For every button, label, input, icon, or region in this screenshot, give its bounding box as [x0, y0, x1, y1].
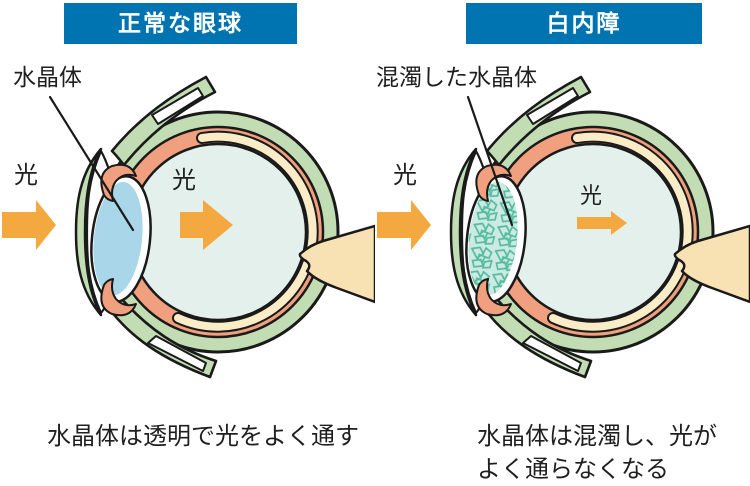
cataract-eye-diagram	[377, 75, 750, 379]
ciliary-body-top	[475, 163, 512, 202]
light-label-right-in: 光	[393, 162, 417, 189]
cornea	[449, 147, 478, 317]
panel-header-normal-eye: 正常な眼球	[64, 3, 297, 44]
lens-leader-line	[466, 95, 514, 227]
caption-cataract-line2: よく通らなくなる	[477, 456, 669, 483]
caption-normal: 水晶体は透明で光をよく通す	[47, 423, 359, 450]
optic-nerve	[298, 224, 375, 304]
optic-nerve	[673, 224, 750, 304]
ciliary-body-bottom	[475, 278, 512, 317]
lens-label-cataract: 混濁した水晶体	[376, 64, 537, 90]
light-arrow-reduced-icon	[577, 211, 627, 235]
lens-leader-line	[48, 95, 135, 232]
caption-cataract-line1: 水晶体は混濁し、光が	[477, 423, 717, 450]
inferior-muscle-fork	[147, 335, 207, 372]
cornea	[74, 147, 103, 317]
light-label-right-out: 光	[580, 183, 603, 208]
normal-eye-diagram	[2, 75, 375, 379]
light-arrow-in-icon	[377, 200, 431, 250]
light-arrow-through-icon	[180, 200, 233, 250]
panel-header-cataract: 白内障	[466, 3, 702, 44]
lens-clouded	[465, 175, 527, 303]
inferior-muscle-fork	[522, 335, 582, 372]
light-label-left-out: 光	[172, 167, 196, 194]
lens-label-normal: 水晶体	[13, 64, 82, 90]
superior-muscle-fork	[151, 87, 204, 125]
ciliary-body-bottom	[100, 278, 137, 317]
vitreous-body	[503, 142, 683, 322]
light-label-left-in: 光	[14, 162, 38, 189]
superior-muscle-fork	[526, 87, 579, 125]
light-arrow-in-icon	[2, 200, 56, 250]
